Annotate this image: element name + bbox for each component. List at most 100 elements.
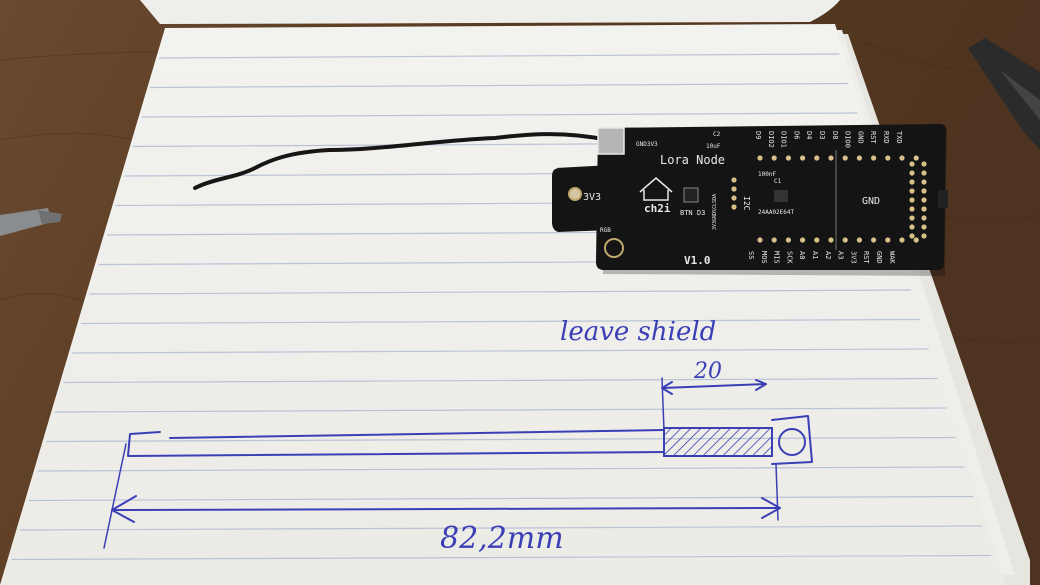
pin-pad (921, 206, 927, 212)
pin-pad (757, 155, 763, 161)
pin-pad (800, 237, 806, 243)
tool-handle-icon (968, 38, 1040, 150)
pin-label: GND (856, 131, 864, 144)
chip-label: 24AA02E64T (758, 209, 795, 216)
board-version: V1.0 (684, 254, 711, 267)
push-button (683, 187, 699, 203)
board-title: Lora Node (660, 153, 725, 167)
pin-pad (856, 237, 863, 243)
ruled-line (20, 525, 983, 531)
ruled-line (158, 53, 840, 59)
pin-pad (921, 224, 927, 230)
pin-label: TXD (895, 131, 903, 144)
mount-hole (568, 187, 582, 201)
ruled-line (72, 348, 929, 354)
pin-headers (731, 155, 927, 243)
pin-pad (909, 179, 915, 185)
side-switch (938, 190, 948, 208)
shield-section (663, 427, 773, 457)
pin-pad (842, 237, 848, 243)
pin-pad (771, 237, 777, 243)
annotation-leave-shield: leave shield (560, 317, 716, 347)
gnd-label: GND (862, 196, 880, 207)
pin-label: GND (875, 251, 883, 264)
pin-label: RXD (882, 131, 890, 144)
cap-mid-ref: C1 (774, 178, 782, 185)
house-logo-icon (639, 177, 673, 201)
pin-pad (921, 170, 927, 176)
pin-pad (921, 197, 927, 203)
i2c-label: I2C (742, 196, 751, 211)
pin-label: D3 (818, 131, 826, 139)
ruled-line (150, 82, 849, 89)
pin-label: D6 (792, 131, 800, 139)
pin-pad (771, 155, 777, 161)
pin-pad (909, 197, 915, 203)
cap-top-ref: C2 (713, 131, 721, 138)
pin-pad (828, 155, 834, 161)
pin-pad (731, 186, 737, 192)
pin-pad (814, 155, 820, 161)
ruled-line (141, 112, 858, 118)
pin-pad (731, 177, 737, 183)
pin-label: D8 (831, 131, 839, 139)
pin-label: D4 (805, 131, 813, 139)
ruled-line (37, 466, 965, 472)
pin-pad (731, 195, 737, 201)
pcb-board: Lora Node V1.0 3V3 GND GND3V3 C2 10uF 10… (552, 124, 948, 276)
pin-pad (842, 155, 848, 161)
pin-pad (913, 155, 919, 161)
pin-pad (800, 155, 806, 161)
pin-label: DIO1 (780, 131, 788, 148)
ruled-line (11, 554, 992, 561)
pin-label: RST (862, 251, 870, 264)
pin-pad (909, 206, 915, 212)
connector-circle (778, 428, 806, 456)
pin-label: D9 (754, 131, 762, 139)
pin-label: A2 (824, 251, 832, 259)
ruled-line (63, 377, 938, 384)
pin-pad (921, 233, 927, 239)
eeprom-chip (774, 190, 788, 202)
hand-sketch: leave shield 20 82,2mm (103, 317, 813, 556)
pin-pad (909, 170, 915, 176)
pin-pad (757, 237, 763, 243)
button-label: BTN D3 (680, 209, 705, 217)
antenna-connector (597, 127, 625, 155)
ruled-line (28, 495, 974, 502)
pin-label: DIO0 (844, 131, 852, 148)
pin-pad (899, 155, 905, 161)
logo-text: ch2i (644, 202, 671, 215)
pin-label-3v3: 3V3 (583, 192, 601, 203)
screwdriver-icon (0, 208, 62, 236)
pin-pad (913, 237, 919, 243)
ruled-line (80, 318, 920, 325)
rgb-label: RGB (600, 227, 611, 234)
notebook-page (0, 24, 1005, 585)
antenna-wire (193, 132, 610, 190)
ruled-lines (11, 53, 992, 561)
rgb-led (604, 238, 624, 258)
pin-pad (921, 215, 927, 221)
pin-label: SCK (785, 251, 793, 264)
pin-pad (785, 237, 792, 243)
paper-stack-top (140, 0, 840, 24)
pin-pad (909, 233, 915, 239)
ruled-line (89, 289, 911, 295)
pin-label: SS (747, 251, 755, 259)
pin-pad (909, 215, 915, 221)
pin-label: 3V3 (849, 251, 857, 264)
pin-label: MOS (760, 251, 768, 264)
pin-pad (921, 188, 927, 194)
pin-pad (856, 155, 863, 161)
pin-label: A0 (798, 251, 806, 259)
pin-pad (785, 155, 792, 161)
ruled-line (54, 407, 947, 413)
pin-label: RST (869, 131, 877, 144)
pin-label: MIS (773, 251, 781, 264)
dimension-total: 82,2mm (440, 521, 564, 556)
pin-pad (814, 237, 820, 243)
